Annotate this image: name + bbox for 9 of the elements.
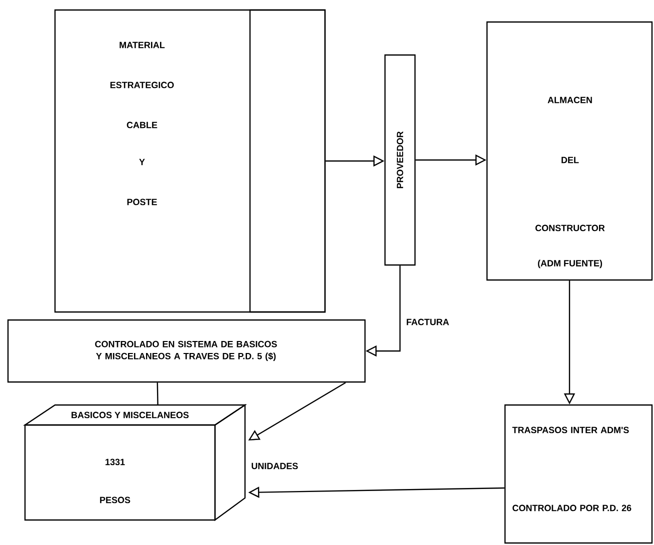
warehouse-box: ALMACEN DEL CONSTRUCTOR (ADM FUENTE) <box>486 21 653 281</box>
material-box: MATERIAL ESTRATEGICO CABLE Y POSTE <box>54 9 326 313</box>
column-box <box>249 9 326 313</box>
control-box: CONTROLADO EN SISTEMA DE BASICOS Y MISCELANEOS A TRAVES DE P.D. 5 ($) <box>7 319 366 383</box>
transfer-box: TRASPASOS INTER ADM'S CONTROLADO POR P.D. 26 <box>504 404 653 544</box>
node-label: UNIDADES <box>252 462 298 470</box>
supplier-box: PROVEEDOR <box>384 54 416 266</box>
node-label: BASICOS Y MISCELANEOS <box>72 412 189 418</box>
edge-label: FACTURA <box>405 318 450 326</box>
